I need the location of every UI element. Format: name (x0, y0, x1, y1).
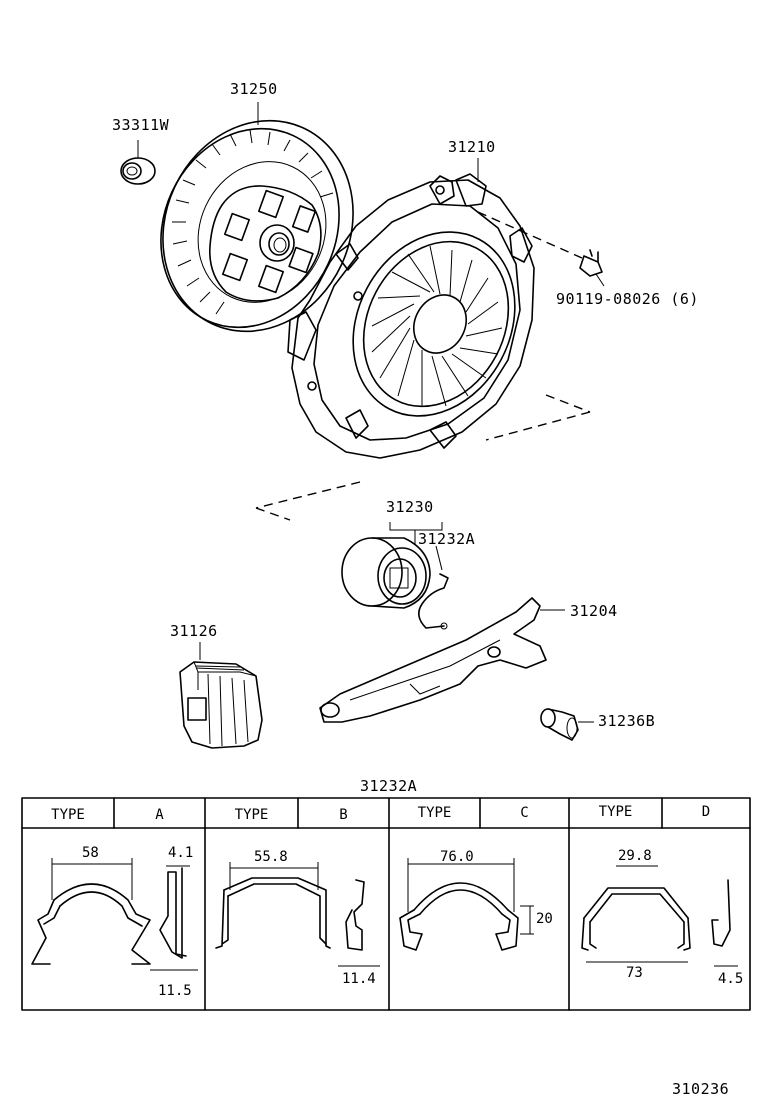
dust-boot-drawing (179, 642, 263, 749)
dim-a-thickness: 4.1 (168, 845, 194, 861)
release-bearing-drawing (341, 522, 449, 630)
type-header-c: TYPE (417, 805, 452, 821)
type-header-d: TYPE (598, 804, 633, 820)
part-label-seal: 33311W (112, 116, 170, 134)
part-label-pivot: 31236B (598, 712, 656, 730)
type-id-c: C (520, 805, 529, 821)
dim-c-width: 76.0 (440, 849, 474, 865)
dim-a-width: 58 (82, 845, 99, 861)
table-title: 31232A (360, 777, 418, 795)
part-label-boot: 31126 (170, 622, 218, 640)
dim-d-top: 29.8 (618, 848, 652, 864)
type-id-b: B (339, 807, 348, 823)
seal-drawing (120, 140, 156, 185)
part-label-clip: 31232A (418, 530, 476, 548)
clip-type-b-drawing (215, 862, 380, 967)
release-fork-drawing (319, 597, 565, 723)
dim-c-height: 20 (536, 911, 553, 927)
clip-type-table-frame (21, 797, 751, 1011)
clutch-cover-drawing (287, 158, 535, 459)
part-label-fork: 31204 (570, 602, 618, 620)
part-label-bearing: 31230 (386, 498, 434, 516)
clip-type-a-drawing (31, 858, 198, 971)
clip-type-c-drawing (399, 858, 534, 951)
bolt-drawing (477, 211, 605, 287)
clip-type-d-drawing (581, 865, 738, 967)
dim-a-depth: 11.5 (158, 983, 192, 999)
figure-number: 310236 (672, 1080, 730, 1098)
part-label-bolt: 90119-08026 (6) (556, 290, 699, 308)
type-header-b: TYPE (234, 807, 269, 823)
dim-d-width: 73 (626, 965, 643, 981)
type-id-d: D (701, 804, 711, 820)
dim-b-width: 55.8 (254, 849, 288, 865)
part-label-cover: 31210 (448, 138, 496, 156)
dim-b-depth: 11.4 (342, 971, 376, 987)
part-label-disc: 31250 (230, 80, 278, 98)
pivot-drawing (540, 708, 594, 741)
type-header-a: TYPE (51, 807, 85, 823)
clutch-disc-drawing (160, 102, 354, 333)
dim-d-depth: 4.5 (718, 971, 744, 987)
type-id-a: A (155, 807, 164, 823)
